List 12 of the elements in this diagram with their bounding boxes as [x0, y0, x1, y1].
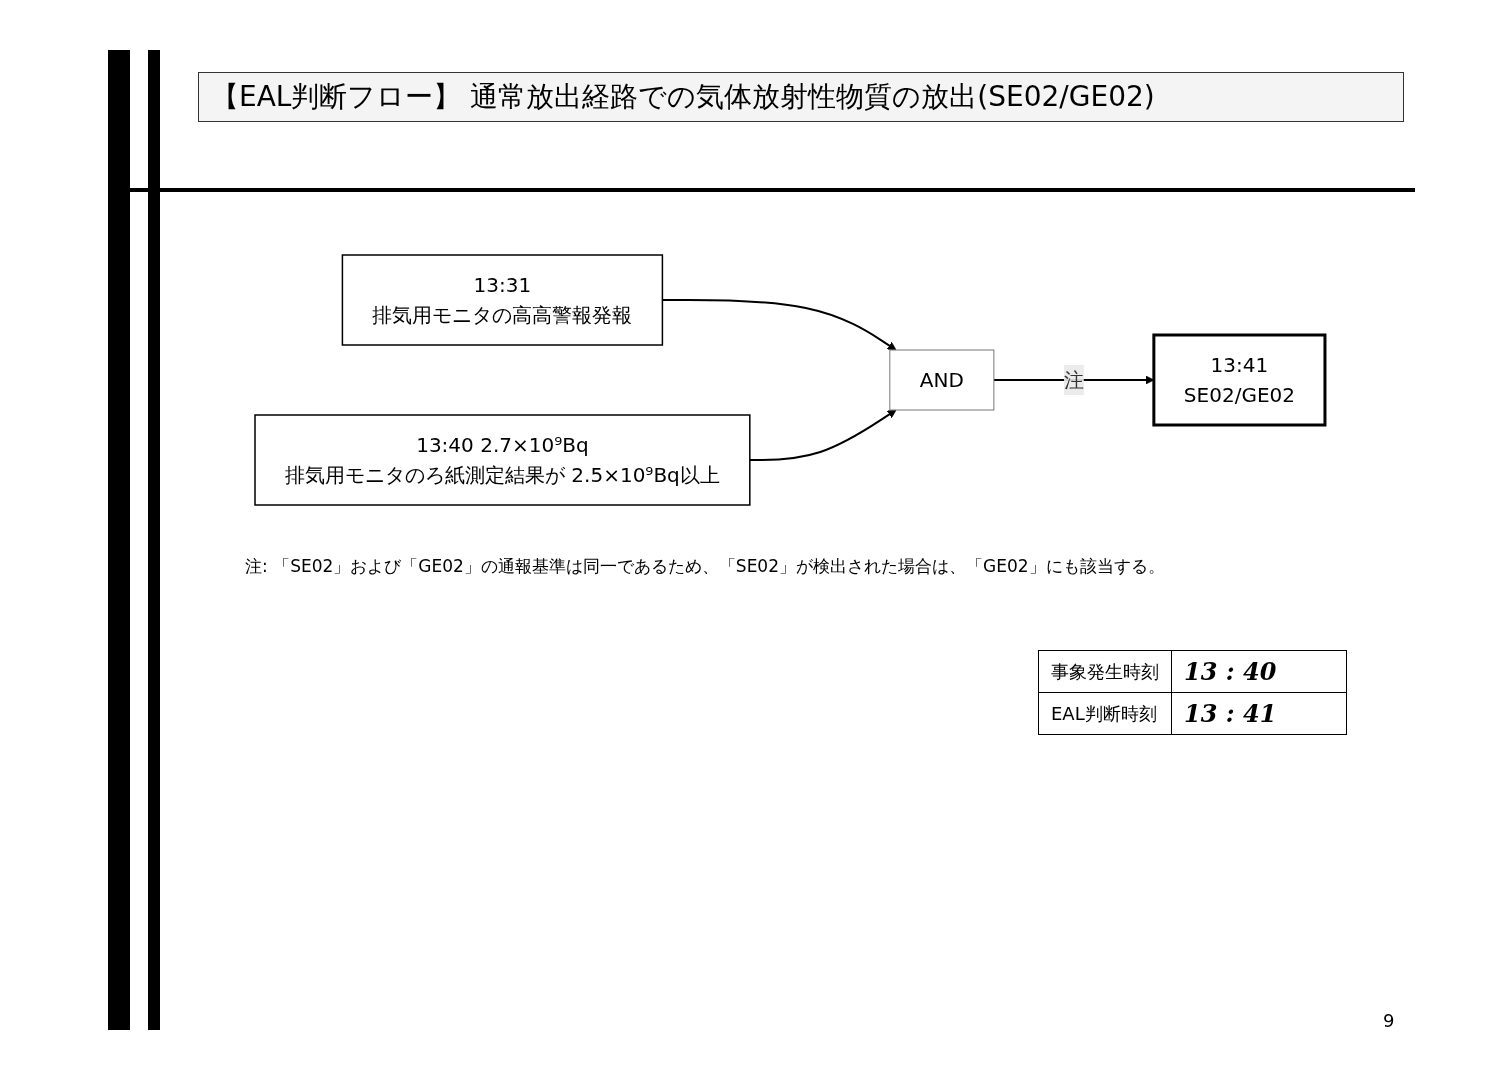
node-box: 13:31 排気用モニタの高高警報発報: [341, 254, 664, 346]
title: 【EAL判断フロー】 通常放出経路での気体放射性物質の放出(SE02/GE02): [198, 72, 1404, 123]
node-box: AND: [889, 349, 995, 411]
time-value: 13 : 41: [1171, 692, 1347, 735]
node-box: 13:40 2.7×10⁹Bq 排気用モニタのろ紙測定結果が 2.5×10⁹Bq以上: [254, 414, 751, 506]
table-header: EAL判断時刻: [1038, 692, 1172, 735]
node-box: 13:41 SE02/GE02: [1152, 333, 1327, 427]
note: 注: 「SE02」および「GE02」の通報基準は同一であるため、「SE02」が検出された場合は、「GE02」にも該当する。: [245, 555, 1165, 578]
table-header: 事象発生時刻: [1038, 650, 1172, 693]
time-value: 13 : 40: [1171, 650, 1347, 693]
page-number: 9: [1383, 1010, 1395, 1031]
edge-label: 注: [1063, 368, 1084, 392]
